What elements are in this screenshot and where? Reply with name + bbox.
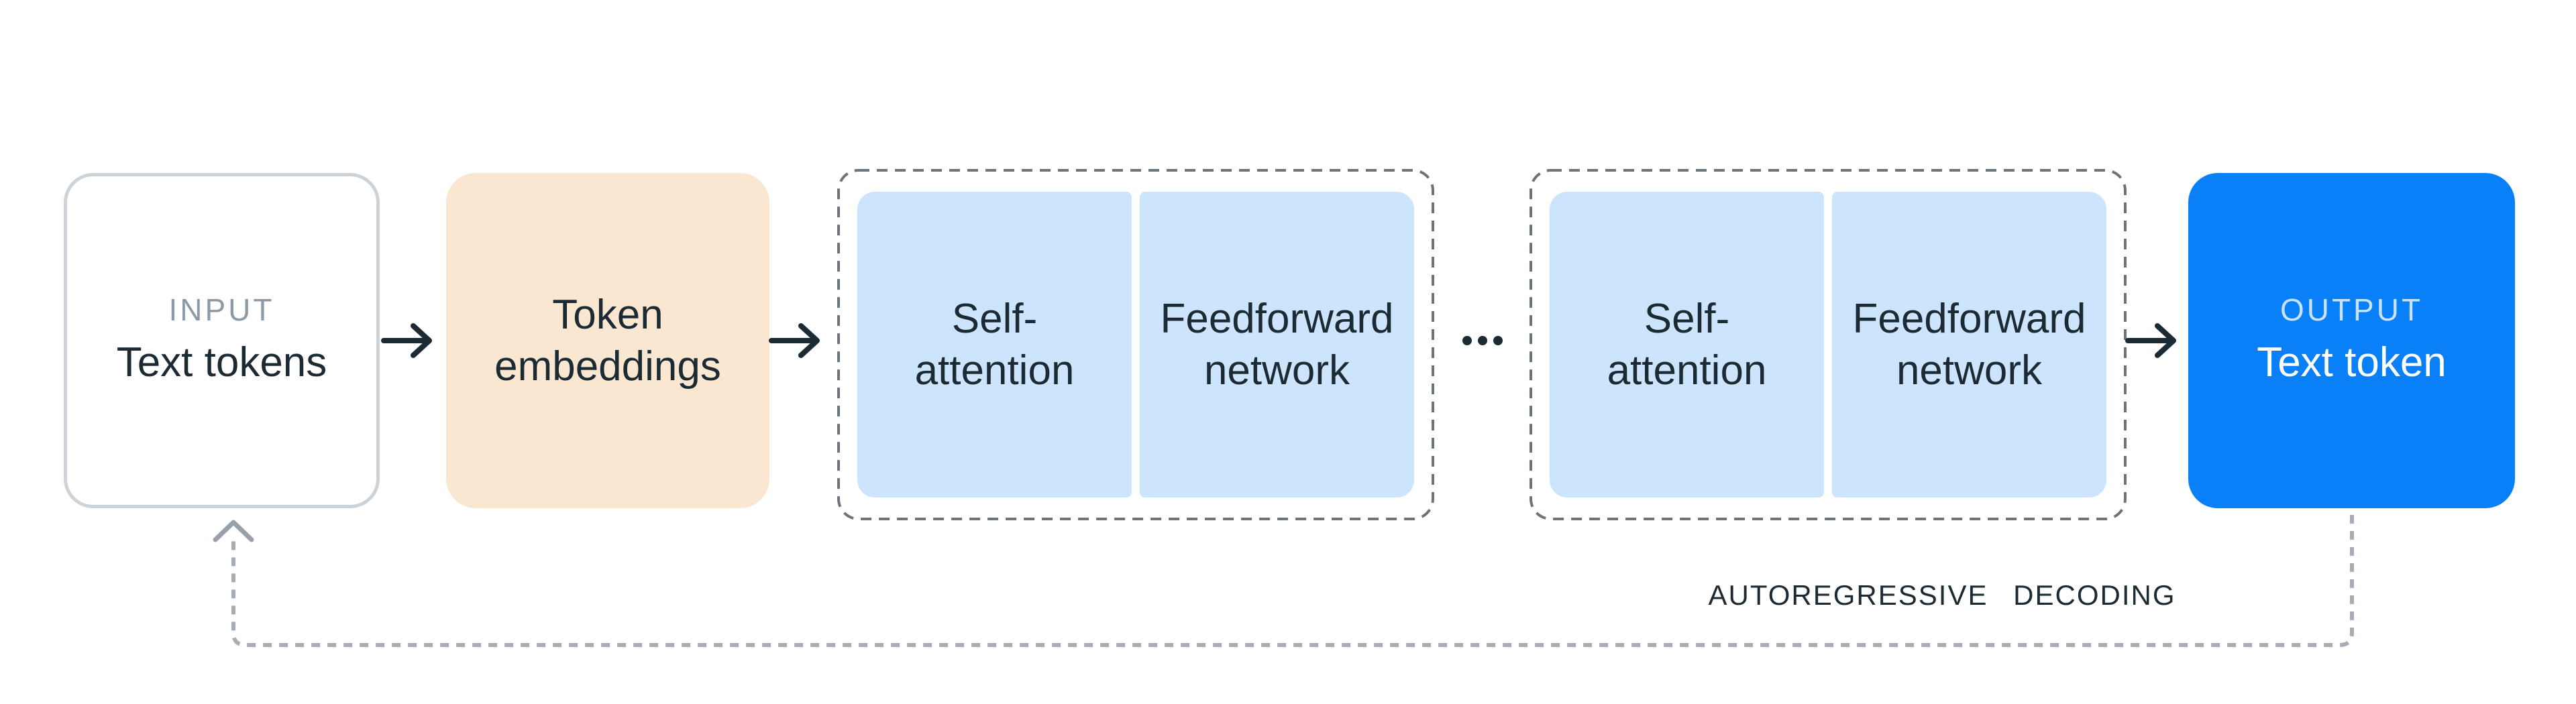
arrow-up-icon bbox=[213, 520, 254, 542]
token-embeddings-node: Token embeddings bbox=[446, 173, 769, 508]
output-node: OUTPUT Text token bbox=[2188, 173, 2515, 508]
ellipsis-dot bbox=[1478, 336, 1487, 345]
output-value: Text token bbox=[2257, 339, 2447, 386]
token-embeddings-label: Token embeddings bbox=[494, 291, 721, 390]
input-label: INPUT bbox=[168, 292, 275, 327]
flow-arrow-layer-to-output bbox=[2125, 323, 2176, 358]
flow-arrow-embeddings-to-layer1 bbox=[769, 323, 820, 358]
transformer-layer-n: Self-attention Feedforward network bbox=[1529, 169, 2127, 520]
input-node: INPUT Text tokens bbox=[64, 173, 380, 508]
input-value: Text tokens bbox=[116, 339, 327, 386]
self-attention-block-n: Self-attention bbox=[1550, 192, 1824, 497]
ellipsis-dots bbox=[1462, 336, 1503, 345]
feedforward-network-block-1: Feedforward network bbox=[1140, 192, 1414, 497]
ellipsis-dot bbox=[1462, 336, 1472, 345]
autoregressive-decoding-caption: AUTOREGRESSIVE DECODING bbox=[1708, 579, 2176, 611]
output-label: OUTPUT bbox=[2279, 292, 2424, 327]
self-attention-block-1: Self-attention bbox=[857, 192, 1132, 497]
transformer-layer-1: Self-attention Feedforward network bbox=[837, 169, 1434, 520]
ellipsis-dot bbox=[1493, 336, 1503, 345]
feedforward-network-block-n: Feedforward network bbox=[1832, 192, 2106, 497]
flow-arrow-input-to-embeddings bbox=[381, 323, 432, 358]
